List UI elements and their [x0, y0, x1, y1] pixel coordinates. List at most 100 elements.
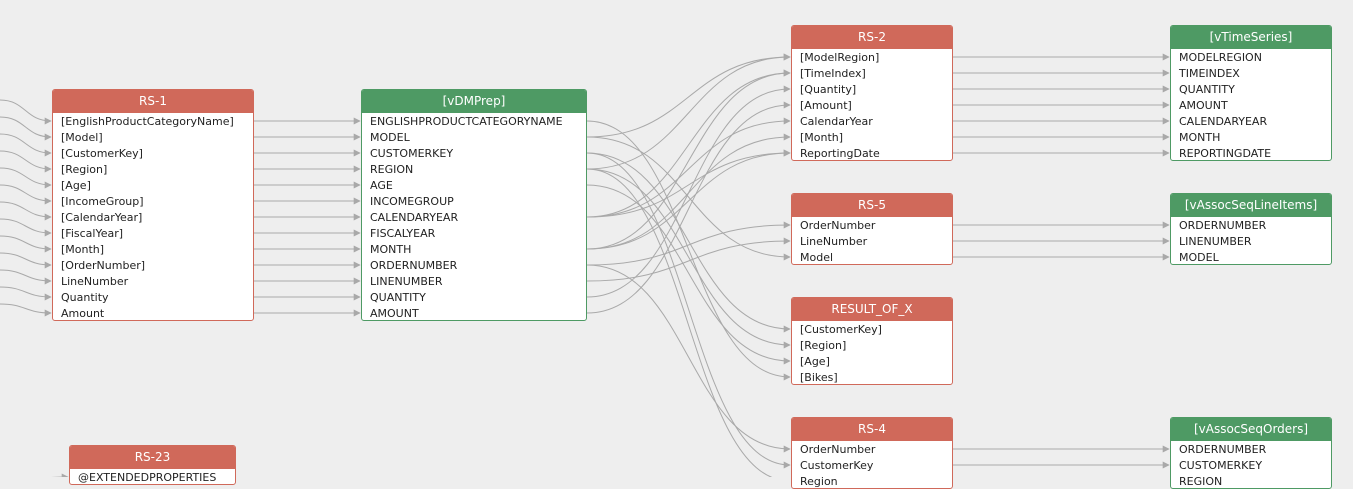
incoming-edge — [0, 99, 52, 125]
field-row[interactable]: CALENDARYEAR — [1179, 115, 1268, 128]
rs-1-node[interactable]: RS-1 [EnglishProductCategoryName] [Model… — [52, 89, 254, 321]
field-row[interactable]: [EnglishProductCategoryName] — [61, 115, 234, 128]
field-row[interactable]: MODEL — [370, 131, 410, 144]
incoming-edge — [0, 133, 52, 157]
lineage-edge — [586, 117, 791, 218]
incoming-edge — [0, 252, 52, 269]
field-row[interactable]: CalendarYear — [800, 115, 873, 128]
field-row[interactable]: [FiscalYear] — [61, 227, 124, 240]
field-row[interactable]: [ModelRegion] — [800, 51, 880, 64]
lineage-edge — [586, 136, 791, 261]
field-row[interactable]: AGE — [370, 179, 393, 192]
vassocseqorders-node[interactable]: [vAssocSeqOrders] ORDERNUMBER CUSTOMERKE… — [1170, 417, 1332, 489]
field-row[interactable]: [Age] — [61, 179, 91, 192]
field-row[interactable]: CustomerKey — [800, 459, 874, 472]
node-title: RS-23 — [70, 446, 235, 469]
node-title: [vAssocSeqLineItems] — [1171, 194, 1331, 217]
incoming-edge — [0, 167, 52, 189]
lineage-edge — [586, 237, 791, 282]
node-title: RS-4 — [792, 418, 952, 441]
lineage-edge — [586, 53, 791, 170]
lineage-edge — [586, 69, 791, 218]
field-row[interactable]: [CalendarYear] — [61, 211, 143, 224]
field-row[interactable]: ENGLISHPRODUCTCATEGORYNAME — [370, 115, 563, 128]
result-of-x-node[interactable]: RESULT_OF_X [CustomerKey] [Region] [Age]… — [791, 297, 953, 385]
field-row[interactable]: Model — [800, 251, 834, 264]
field-row[interactable]: @EXTENDEDPROPERTIES — [78, 471, 217, 484]
field-row[interactable]: REGION — [370, 163, 414, 176]
field-row[interactable]: [TimeIndex] — [800, 67, 866, 80]
incoming-edge — [0, 201, 52, 221]
field-row[interactable]: [Region] — [800, 339, 847, 352]
field-row[interactable]: MONTH — [1179, 131, 1221, 144]
node-title: [vDMPrep] — [362, 90, 586, 113]
field-row[interactable]: MODEL — [1179, 251, 1219, 264]
field-row[interactable]: [Month] — [61, 243, 105, 256]
node-title: RESULT_OF_X — [792, 298, 952, 321]
lineage-edge — [586, 152, 791, 333]
field-row[interactable]: [IncomeGroup] — [61, 195, 144, 208]
incoming-edge — [0, 116, 52, 141]
incoming-edge — [0, 150, 52, 173]
field-row[interactable]: REPORTINGDATE — [1179, 147, 1272, 160]
field-row[interactable]: QUANTITY — [1179, 83, 1235, 96]
field-row[interactable]: MONTH — [370, 243, 412, 256]
field-row[interactable]: LINENUMBER — [1179, 235, 1252, 248]
field-row[interactable]: CUSTOMERKEY — [370, 147, 454, 160]
field-row[interactable]: QUANTITY — [370, 291, 426, 304]
field-row[interactable]: [CustomerKey] — [800, 323, 882, 336]
field-row[interactable]: [OrderNumber] — [61, 259, 146, 272]
field-row[interactable]: Amount — [61, 307, 105, 320]
field-row[interactable]: [Region] — [61, 163, 108, 176]
field-row[interactable]: [Quantity] — [800, 83, 857, 96]
field-row[interactable]: REGION — [1179, 475, 1223, 488]
vassocseqlineitems-node[interactable]: [vAssocSeqLineItems] ORDERNUMBER LINENUM… — [1170, 193, 1332, 265]
field-row[interactable]: Region — [800, 475, 838, 488]
field-row[interactable]: OrderNumber — [800, 219, 876, 232]
field-row[interactable]: TIMEINDEX — [1179, 67, 1240, 80]
field-row[interactable]: [CustomerKey] — [61, 147, 143, 160]
rs-4-node[interactable]: RS-4 OrderNumber CustomerKey Region — [791, 417, 953, 489]
lineage-edge — [586, 168, 791, 349]
field-row[interactable]: AMOUNT — [370, 307, 419, 320]
vtimeseries-node[interactable]: [vTimeSeries] MODELREGION TIMEINDEX QUAN… — [1170, 25, 1332, 161]
lineage-edge — [586, 53, 791, 138]
field-row[interactable]: CALENDARYEAR — [370, 211, 459, 224]
field-row[interactable]: LINENUMBER — [370, 275, 443, 288]
lineage-edge — [586, 69, 791, 250]
field-row[interactable]: ORDERNUMBER — [1179, 219, 1267, 232]
field-row[interactable]: CUSTOMERKEY — [1179, 459, 1263, 472]
field-row[interactable]: [Month] — [800, 131, 844, 144]
field-row[interactable]: LineNumber — [800, 235, 868, 248]
lineage-edge — [586, 168, 774, 477]
lineage-edge — [586, 149, 791, 250]
field-row[interactable]: OrderNumber — [800, 443, 876, 456]
lineage-edge — [586, 120, 791, 381]
field-row[interactable]: INCOMEGROUP — [370, 195, 454, 208]
rs-23-node[interactable]: RS-23 @EXTENDEDPROPERTIES — [69, 445, 236, 485]
lineage-edge — [586, 85, 791, 298]
vdmprep-node[interactable]: [vDMPrep] ENGLISHPRODUCTCATEGORYNAME MOD… — [361, 89, 587, 321]
node-title: RS-5 — [792, 194, 952, 217]
field-row[interactable]: [Age] — [800, 355, 830, 368]
incoming-edge — [0, 269, 52, 285]
lineage-edge — [586, 184, 791, 365]
field-row[interactable]: ORDERNUMBER — [1179, 443, 1267, 456]
lineage-edge — [586, 101, 791, 314]
rs-2-node[interactable]: RS-2 [ModelRegion] [TimeIndex] [Quantity… — [791, 25, 953, 161]
field-row[interactable]: Quantity — [61, 291, 109, 304]
field-row[interactable]: [Bikes] — [800, 371, 838, 384]
field-row[interactable]: MODELREGION — [1179, 51, 1262, 64]
field-row[interactable]: AMOUNT — [1179, 99, 1228, 112]
incoming-edge — [0, 184, 52, 205]
field-row[interactable]: ReportingDate — [800, 147, 880, 160]
incoming-edge — [0, 218, 52, 237]
field-row[interactable]: [Amount] — [800, 99, 852, 112]
field-row[interactable]: LineNumber — [61, 275, 129, 288]
lineage-edge — [586, 149, 791, 218]
field-row[interactable]: [Model] — [61, 131, 103, 144]
node-title: RS-2 — [792, 26, 952, 49]
field-row[interactable]: ORDERNUMBER — [370, 259, 458, 272]
field-row[interactable]: FISCALYEAR — [370, 227, 436, 240]
rs-5-node[interactable]: RS-5 OrderNumber LineNumber Model — [791, 193, 953, 265]
